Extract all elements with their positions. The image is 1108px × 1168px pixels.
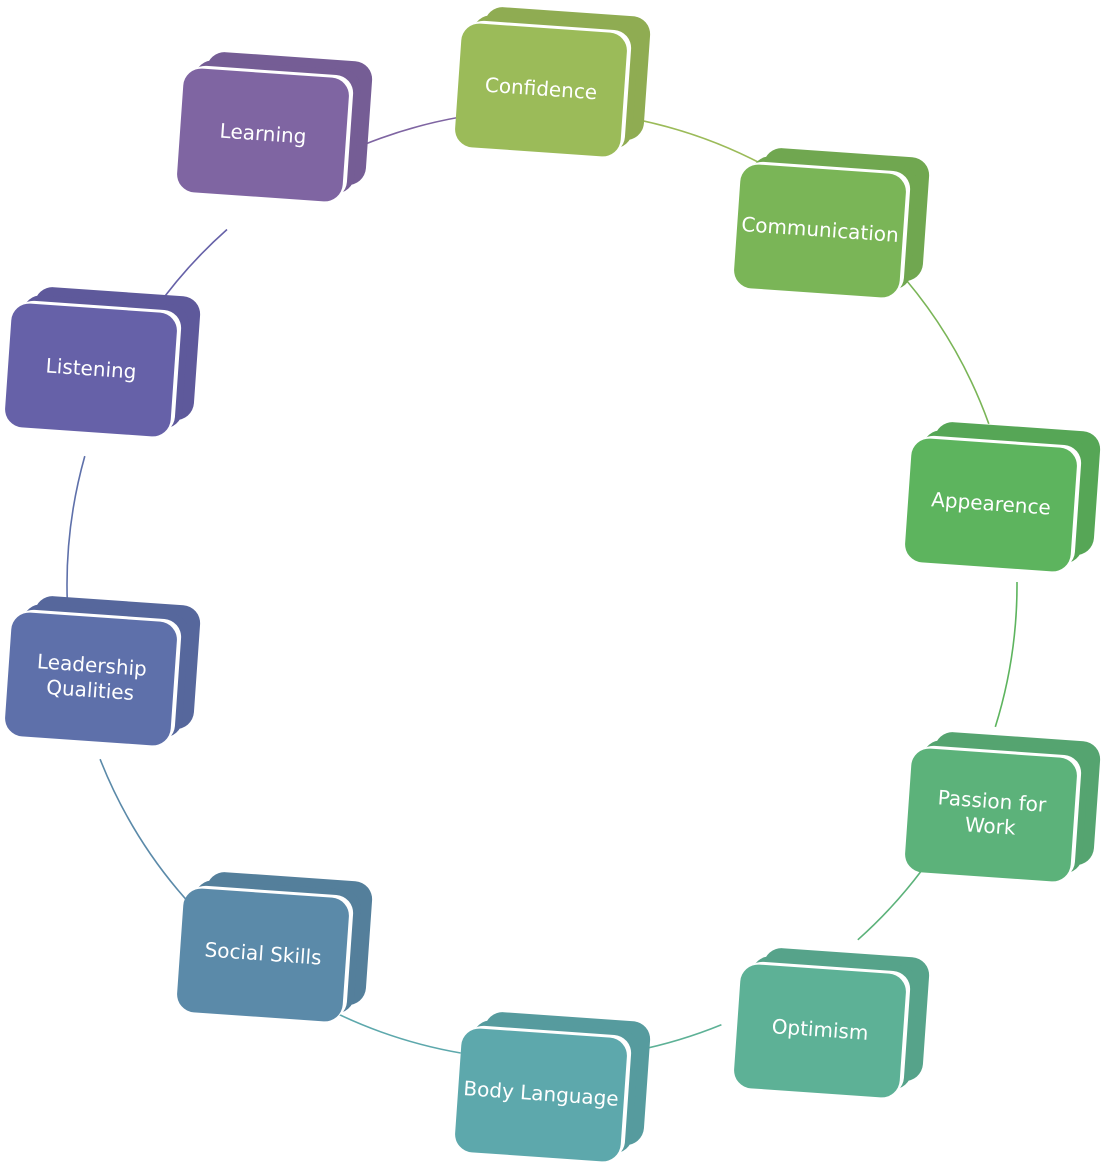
cycle-nodes: ConfidenceCommunicationAppearencePassion… — [4, 4, 1101, 1164]
connector-appearence-to-passion-for-work — [994, 581, 1018, 728]
node-front-face — [455, 1028, 627, 1162]
node-front-face — [905, 748, 1077, 882]
node-front-face — [734, 964, 906, 1098]
node-listening[interactable]: Listening — [4, 284, 201, 439]
node-front-face — [905, 438, 1077, 572]
node-label: Work — [964, 812, 1017, 840]
node-confidence[interactable]: Confidence — [454, 4, 651, 159]
node-front-face — [5, 303, 177, 437]
node-front-face — [177, 888, 349, 1022]
connector-body-language-to-social-skills — [323, 1006, 461, 1054]
connector-social-skills-to-leadership-qualities — [99, 758, 197, 911]
node-communication[interactable]: Communication — [733, 145, 930, 300]
node-front-face — [455, 23, 627, 157]
node-optimism[interactable]: Optimism — [733, 945, 930, 1100]
connector-learning-to-confidence — [363, 116, 461, 146]
node-front-face — [734, 164, 906, 298]
node-social-skills[interactable]: Social Skills — [176, 869, 373, 1024]
connector-communication-to-appearence — [893, 265, 990, 425]
connector-leadership-qualities-to-listening — [66, 455, 86, 602]
node-learning[interactable]: Learning — [176, 49, 373, 204]
node-body-language[interactable]: Body Language — [454, 1009, 651, 1164]
connector-passion-for-work-to-optimism — [857, 869, 923, 941]
node-front-face — [177, 68, 349, 202]
node-appearence[interactable]: Appearence — [904, 419, 1101, 574]
node-front-face — [5, 612, 177, 746]
